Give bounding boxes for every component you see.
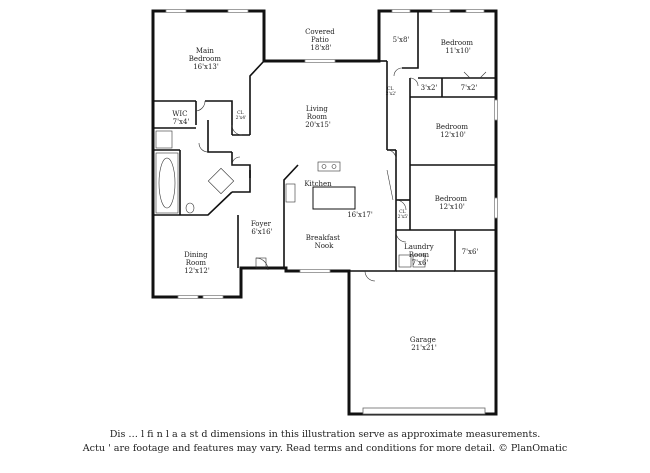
exterior-walls — [151, 9, 498, 416]
covered-patio-label: Covered Patio 18'x8' — [305, 28, 337, 52]
closet-hall-label: CL 2'x2' — [386, 86, 397, 97]
main-bedroom-label: Main Bedroom 16'x13' — [189, 47, 223, 71]
bedroom-3-label: Bedroom 12'x10' — [435, 195, 469, 211]
kitchen-dims-label: 16'x17' — [347, 211, 373, 219]
closet-bed3-label: CL 2'x5' — [398, 209, 409, 220]
bedroom-2-label: Bedroom 12'x10' — [436, 123, 470, 139]
room-labels: Main Bedroom 16'x13' Covered Patio 18'x8… — [172, 28, 478, 352]
breakfast-nook-label: Breakfast Nook — [306, 234, 342, 250]
disclaimer: Dis … l fi n l a a st d dimensions in th… — [0, 428, 650, 456]
windows — [165, 9, 498, 415]
foyer-label: Foyer 6'x16' — [251, 220, 273, 236]
kitchen-label: Kitchen — [304, 180, 332, 188]
interior-walls — [153, 11, 496, 272]
garage-label: Garage 21'x21' — [410, 336, 438, 352]
laundry-room-label: Laundry Room 7'x6' — [404, 243, 436, 267]
closet-3x2-label: 3'x2' — [421, 84, 438, 92]
fixtures — [155, 130, 426, 268]
living-room-label: Living Room 20'x15' — [305, 105, 331, 129]
closet-7x2-label: 7'x2' — [461, 84, 478, 92]
disclaimer-line-2: Actu ' are footage and features may vary… — [82, 443, 568, 454]
disclaimer-line-1: Dis … l fi n l a a st d dimensions in th… — [109, 429, 541, 440]
doors — [195, 67, 487, 282]
storage-7x6-label: 7'x6' — [462, 248, 479, 256]
bedroom-1-label: Bedroom 11'x10' — [441, 39, 475, 55]
closet-5x8-label: 5'x8' — [393, 36, 410, 44]
closet-main-label: CL 2'x4' — [236, 110, 247, 121]
wic-label: WIC 7'x4' — [172, 110, 190, 126]
dining-room-label: Dining Room 12'x12' — [184, 251, 210, 275]
